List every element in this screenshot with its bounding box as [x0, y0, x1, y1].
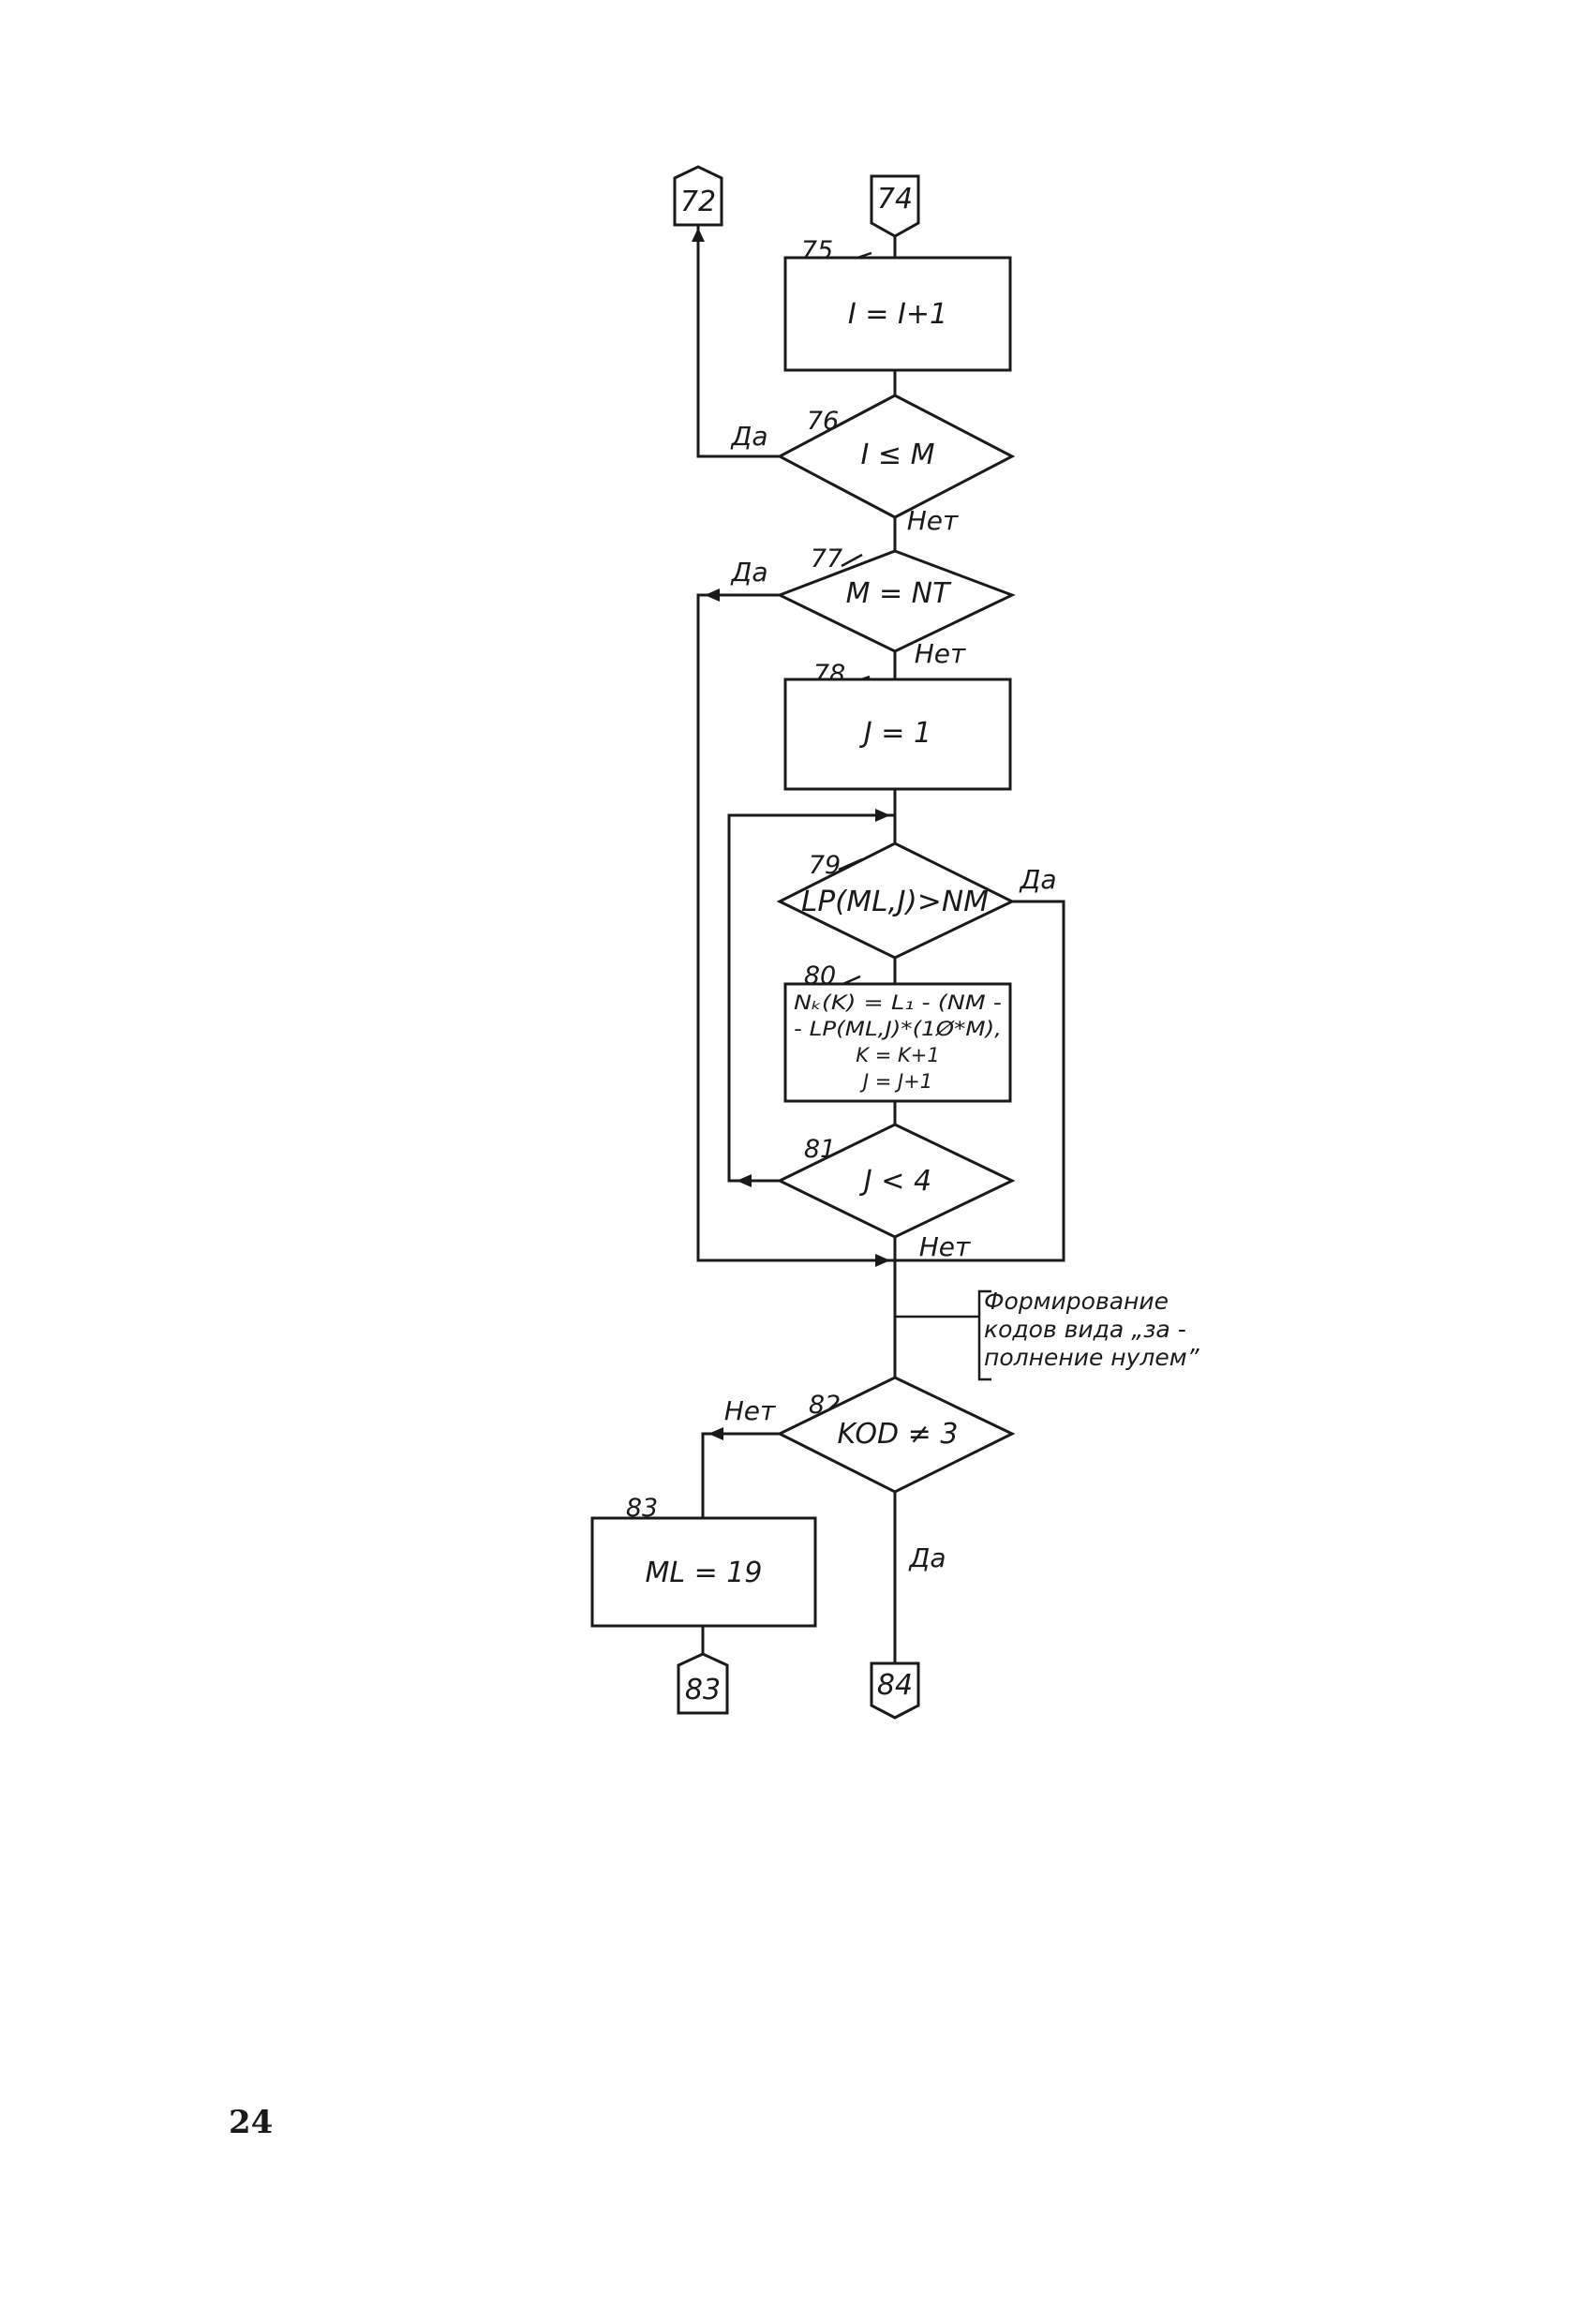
- block-80-line-1: Nₖ(K) = L₁ - (NM -: [794, 991, 1002, 1014]
- arrow-head: [875, 809, 890, 822]
- arrow-head: [737, 1174, 752, 1187]
- connector-72-label: 72: [680, 186, 716, 218]
- connector-83-label: 83: [685, 1674, 721, 1706]
- connector-74: 74: [870, 174, 920, 238]
- process-block-80: 80 Nₖ(K) = L₁ - (NM - - LP(ML,J)*(1Ø*M),…: [783, 961, 1012, 1103]
- arrow-head: [692, 228, 705, 242]
- decision-82: 82 KOD ≠ 3: [776, 1376, 1016, 1494]
- process-block-75: 75 I = I+1: [783, 236, 1012, 372]
- branch-yes-76: Да: [729, 421, 767, 452]
- branch-no-82: Нет: [724, 1395, 776, 1426]
- block-75-text: I = I+1: [848, 298, 947, 331]
- comment-line-1: Формирование: [984, 1288, 1169, 1315]
- process-block-83: 83 ML = 19: [590, 1494, 817, 1628]
- comment-line-2: кодов вида „за -: [984, 1316, 1186, 1343]
- arrow-head: [705, 588, 720, 602]
- flow-line-yes-76: [696, 225, 780, 458]
- connector-72: 72: [673, 165, 723, 227]
- comment-line-3: полнение нулем”: [984, 1344, 1200, 1371]
- branch-no-77: Нет: [915, 638, 966, 669]
- block-80-line-2: - LP(ML,J)*(1Ø*M),: [794, 1018, 1002, 1040]
- page-number: 24: [229, 2104, 274, 2141]
- branch-no-81: Нет: [919, 1231, 971, 1262]
- decision-79-text: LP(ML,J)>NM: [801, 886, 989, 918]
- decision-81-text: J < 4: [859, 1165, 931, 1198]
- connector-74-label: 74: [877, 183, 913, 216]
- flow-line-no-82: [701, 1432, 780, 1518]
- flow-line-yes-77: [696, 593, 895, 1262]
- arrow-head: [875, 1254, 890, 1267]
- flow-line-loop-81: [727, 813, 895, 1183]
- branch-yes-77: Да: [729, 557, 767, 588]
- block-78-text: J = 1: [859, 717, 931, 750]
- block-80-line-3: K = K+1: [856, 1044, 939, 1066]
- comment-annotation: Формирование кодов вида „за - полнение н…: [895, 1288, 1200, 1381]
- decision-77: 77 M = NT: [776, 544, 1016, 653]
- decision-76-text: I ≤ M: [861, 439, 935, 471]
- process-block-78: 78 J = 1: [783, 660, 1012, 791]
- decision-82-text: KOD ≠ 3: [838, 1418, 959, 1451]
- decision-number-77: 77: [811, 544, 842, 574]
- decision-77-text: M = NT: [846, 577, 953, 610]
- arrow-head: [708, 1427, 723, 1440]
- connector-83: 83: [677, 1652, 729, 1715]
- connector-84: 84: [870, 1661, 920, 1720]
- decision-76: 76 I ≤ M: [776, 394, 1016, 519]
- branch-yes-79: Да: [1018, 864, 1056, 895]
- branch-no-76: Нет: [907, 505, 959, 536]
- connector-84-label: 84: [877, 1669, 913, 1702]
- decision-79: 79 LP(ML,J)>NM: [776, 842, 1016, 960]
- flow-line-yes-79: [895, 900, 1065, 1262]
- block-83-text: ML = 19: [646, 1557, 763, 1589]
- block-80-line-4: J = J+1: [859, 1070, 932, 1093]
- decision-81: 81 J < 4: [776, 1123, 1016, 1239]
- branch-yes-82: Да: [907, 1542, 946, 1573]
